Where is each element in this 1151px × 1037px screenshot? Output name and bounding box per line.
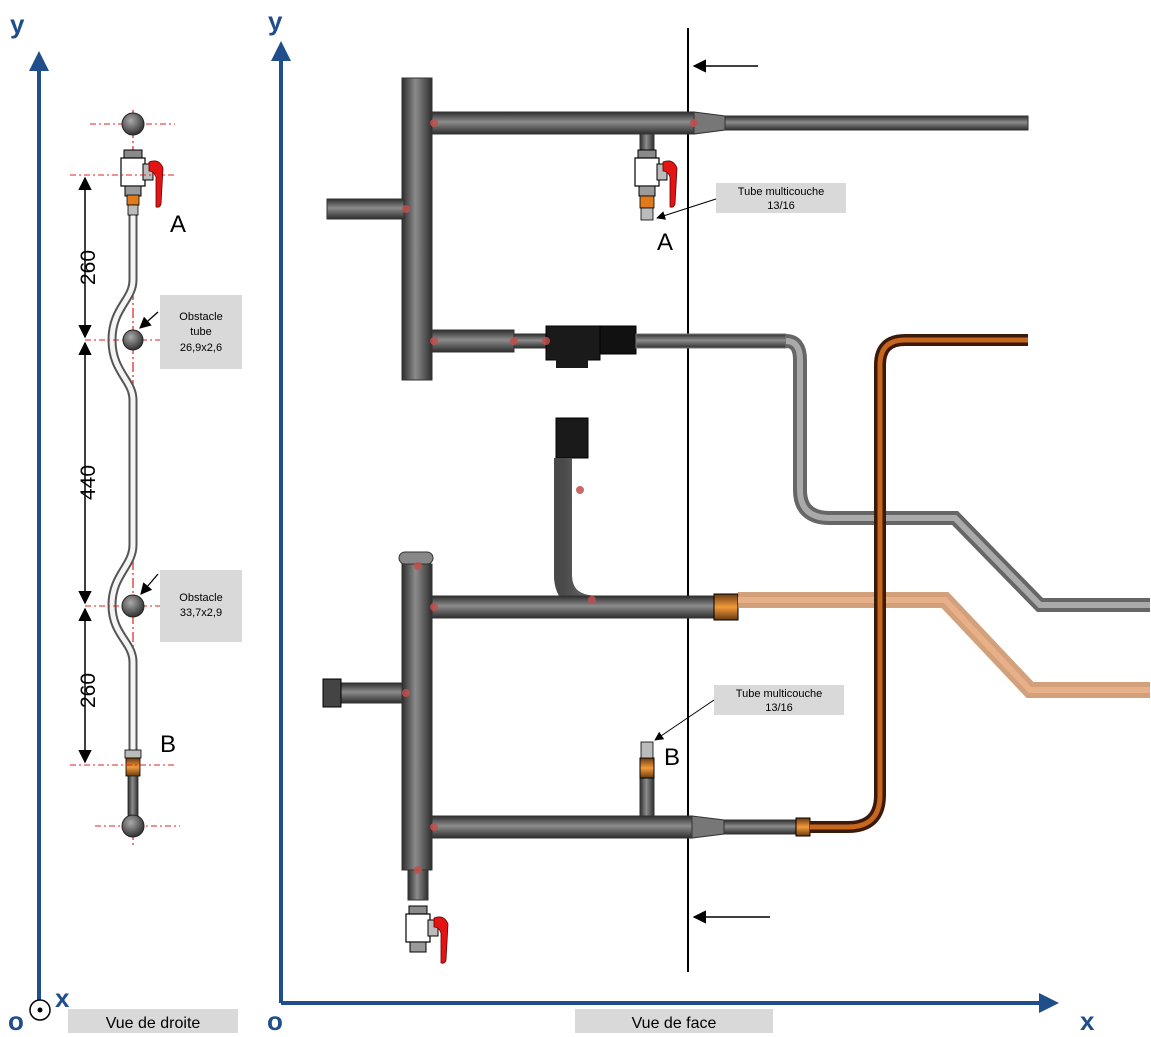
front-view-panel: y x o (267, 6, 1150, 1036)
front-point-b-label: B (664, 744, 680, 771)
svg-text:Obstacle: Obstacle (179, 592, 222, 604)
tube-a-note: Tube multicouche 13/16 (656, 183, 846, 220)
obstacle-2-section (121, 594, 145, 618)
svg-text:26,9x2,6: 26,9x2,6 (180, 342, 222, 354)
obstacle-1-section (122, 329, 144, 351)
svg-text:Tube multicouche: Tube multicouche (736, 688, 822, 700)
lower-manifold (401, 563, 433, 871)
left-origin-label: o (8, 1006, 24, 1036)
dimension-2: 440 (77, 465, 100, 500)
svg-text:13/16: 13/16 (767, 200, 795, 212)
svg-text:33,7x2,9: 33,7x2,9 (180, 607, 222, 619)
svg-text:13/16: 13/16 (765, 702, 793, 714)
svg-text:Obstacle: Obstacle (179, 311, 222, 323)
front-view-caption: Vue de face (632, 1015, 717, 1032)
bottom-pipe-section (121, 814, 145, 838)
top-pipe-section (121, 112, 145, 136)
svg-text:Tube multicouche: Tube multicouche (738, 186, 824, 198)
copper-pipe (810, 334, 1028, 833)
right-view-panel: y x o 260 440 260 A (8, 9, 242, 1036)
front-x-axis-label: x (1080, 1006, 1095, 1036)
upper-supply-tube (785, 334, 1150, 612)
obstacle-2-note: Obstacle 33,7x2,9 (140, 570, 242, 642)
left-tube (107, 200, 138, 760)
dimension-3: 260 (77, 673, 100, 708)
left-point-a-label: A (170, 211, 186, 238)
front-origin-label: o (267, 1006, 283, 1036)
tube-b-note: Tube multicouche 13/16 (654, 685, 844, 741)
front-y-axis-label: y (268, 6, 283, 36)
obstacle-1-note: Obstacle tube 26,9x2,6 (139, 295, 242, 369)
svg-text:tube: tube (190, 326, 211, 338)
upper-manifold (401, 77, 433, 381)
right-view-caption: Vue de droite (106, 1015, 201, 1032)
dimension-1: 260 (77, 250, 100, 285)
front-point-a-label: A (657, 229, 673, 256)
left-x-axis-label: x (55, 983, 70, 1013)
left-point-b-label: B (160, 731, 176, 758)
drain-valve-icon (405, 905, 449, 964)
left-y-axis-label: y (10, 9, 25, 39)
